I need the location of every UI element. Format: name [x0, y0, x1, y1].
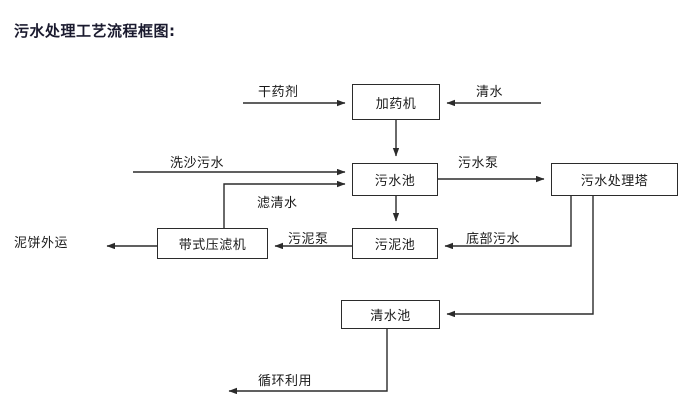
node-label: 污水池: [374, 174, 416, 189]
edge-label-sewage-pump: 污水泵: [458, 156, 499, 171]
edge-label-bottom-sewage: 底部污水: [466, 232, 521, 247]
edge-label-dry-agent: 干药剂: [258, 85, 299, 100]
node-label: 带式压滤机: [178, 238, 247, 253]
terminal-label-mud-cake-out: 泥饼外运: [14, 236, 69, 251]
edge-label-recycle-reuse: 循环利用: [258, 374, 313, 389]
wire-tower-to-sludge: [444, 196, 572, 250]
node-label: 清水池: [370, 309, 411, 324]
edge-label-sludge-pump: 污泥泵: [288, 232, 329, 247]
edge-label-filtrate: 滤清水: [257, 196, 298, 211]
wire-press-to-sewage: [223, 180, 346, 228]
node-clean-water-pool[interactable]: 清水池: [341, 300, 440, 329]
node-sludge-pool[interactable]: 污泥池: [352, 228, 438, 259]
wire-tower-to-clean: [446, 196, 594, 318]
wire-clean-to-recycle: [228, 329, 388, 395]
node-label: 污水处理塔: [580, 174, 649, 189]
page-title: 污水处理工艺流程框图:: [14, 22, 176, 40]
node-label: 加药机: [375, 96, 417, 112]
edge-label-sand-washing-wastewater: 洗沙污水: [170, 156, 225, 171]
node-treatment-tower[interactable]: 污水处理塔: [551, 163, 678, 196]
node-label: 污泥池: [374, 238, 416, 253]
node-belt-filter-press[interactable]: 带式压滤机: [157, 228, 268, 259]
edge-label-clear-water-inlet: 清水: [476, 85, 504, 100]
node-dosing-machine[interactable]: 加药机: [352, 84, 440, 120]
node-sewage-pool[interactable]: 污水池: [352, 163, 438, 196]
